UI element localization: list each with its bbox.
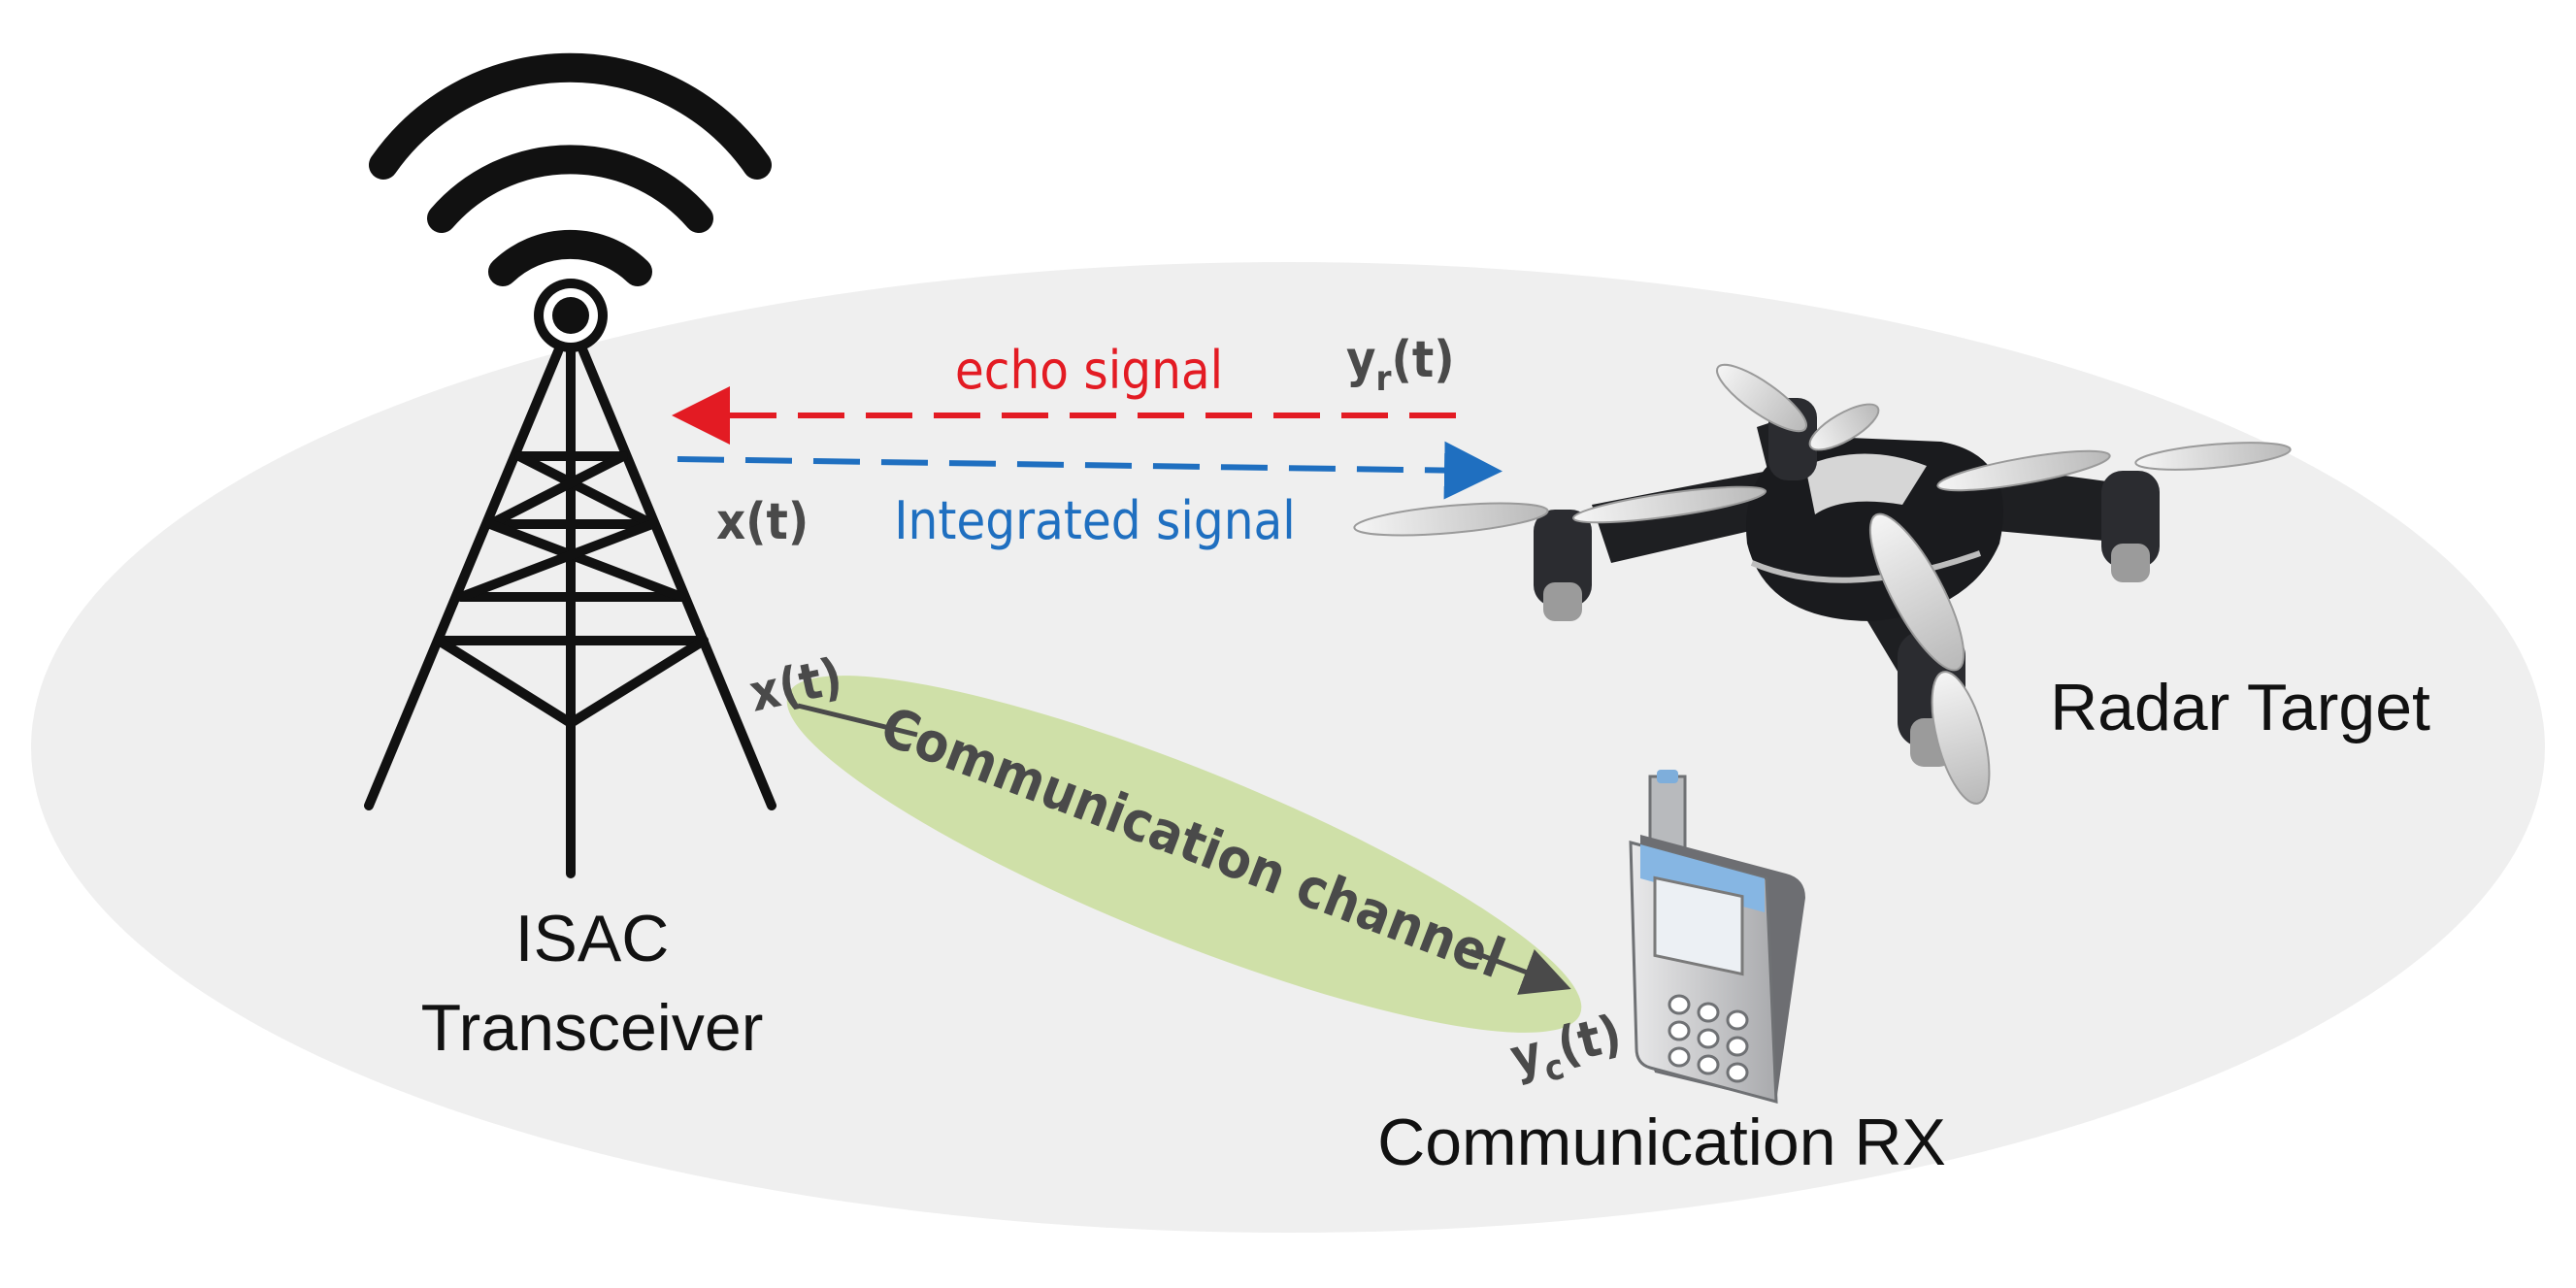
integrated-signal-label: Integrated signal bbox=[894, 490, 1296, 551]
echo-signal-label: echo signal bbox=[955, 340, 1223, 401]
wifi-waves-icon bbox=[369, 52, 772, 286]
radar-target-label: Radar Target bbox=[2050, 671, 2430, 744]
yr-tail: (t) bbox=[1391, 331, 1454, 389]
communication-channel-beam bbox=[786, 676, 1582, 1033]
communication-rx-label: Communication RX bbox=[1377, 1106, 1946, 1179]
channel-end-arrow bbox=[1470, 948, 1571, 995]
x-upper-label: x(t) bbox=[716, 493, 809, 551]
yr-label: yr(t) bbox=[1346, 331, 1455, 399]
channel-start-line bbox=[797, 703, 918, 738]
mobile-phone-icon bbox=[1629, 770, 1805, 1104]
tower-label-line1: ISAC bbox=[515, 902, 670, 975]
coverage-area bbox=[31, 262, 2545, 1233]
yr-main: y bbox=[1346, 331, 1376, 389]
yr-sub: r bbox=[1376, 359, 1392, 399]
tower-label-line2: Transceiver bbox=[421, 991, 764, 1065]
drone-icon bbox=[1353, 363, 2292, 805]
cell-tower-icon bbox=[364, 52, 776, 878]
